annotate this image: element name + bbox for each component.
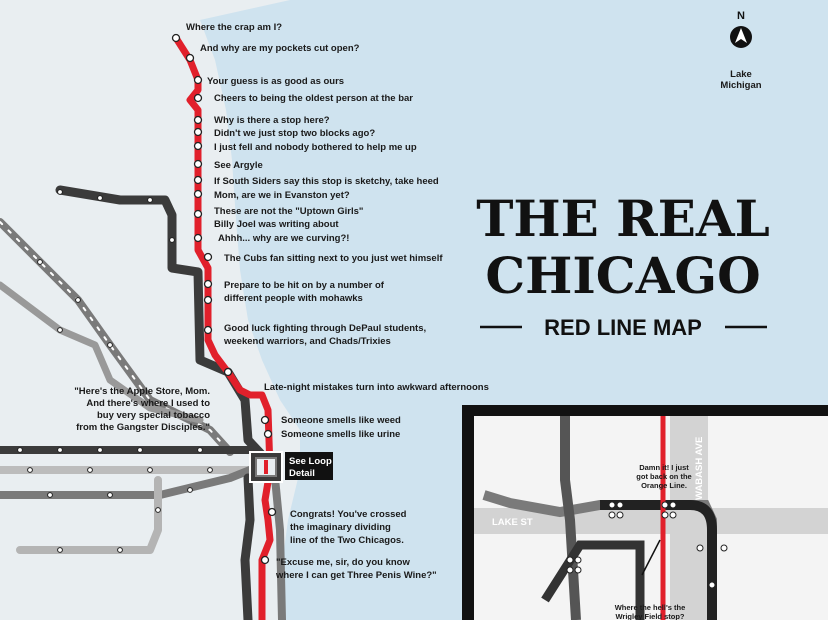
- inset-pointer: [641, 539, 661, 576]
- stop-label: Why is there a stop here?: [214, 115, 330, 126]
- inset-label: Wrigley Field stop?: [615, 612, 684, 620]
- title-line-1: THE REAL: [476, 189, 770, 248]
- lake-label: Michigan: [720, 80, 761, 91]
- pink-line: [0, 466, 254, 499]
- stop-label: Good luck fighting through DePaul studen…: [224, 323, 426, 334]
- stop-label: Someone smells like urine: [281, 429, 400, 440]
- inset-label: got back on the: [636, 472, 691, 481]
- green-line-south: [240, 473, 255, 620]
- stop-label: different people with mohawks: [224, 293, 363, 304]
- apple-store-line: from the Gangster Disciples.": [76, 422, 210, 433]
- loop-inset: LAKE ST WABASH AVE Damn it! I just got b…: [462, 405, 828, 620]
- inset-loop-elevated: [600, 500, 717, 620]
- street-label-wabash: WABASH AVE: [694, 437, 705, 500]
- stop-label: And why are my pockets cut open?: [200, 43, 360, 54]
- subtitle: RED LINE MAP: [544, 315, 702, 340]
- loop-callout-line: Detail: [289, 468, 315, 479]
- apple-store-line: buy very special tobacco: [97, 410, 210, 421]
- stop-label: Congrats! You've crossed: [290, 509, 407, 520]
- wabash-band: [670, 416, 708, 620]
- stop-label: If South Siders say this stop is sketchy…: [214, 176, 439, 187]
- stop-labels: Where the crap am I? And why are my pock…: [186, 22, 489, 581]
- apple-store-line: And there's where I used to: [86, 398, 210, 409]
- stop-label: I just fell and nobody bothered to help …: [214, 142, 417, 153]
- lake-street-band: [474, 508, 828, 534]
- title-line-2: CHICAGO: [485, 246, 760, 305]
- stop-label: where I can get Three Penis Wine?": [275, 570, 437, 581]
- stop-label: Cheers to being the oldest person at the…: [214, 93, 413, 104]
- stop-label: Prepare to be hit on by a number of: [224, 280, 385, 291]
- apple-store-label: "Here's the Apple Store, Mom. And there'…: [74, 386, 210, 433]
- inset-label: Damn it! I just: [639, 463, 689, 472]
- loop-callout[interactable]: See Loop Detail: [285, 452, 333, 480]
- pink-line-west: [0, 281, 204, 424]
- inset-loop-lower: [541, 540, 645, 620]
- loop-callout-line: See Loop: [289, 456, 332, 467]
- stop-label: Your guess is as good as ours: [207, 76, 344, 87]
- stop-label: the imaginary dividing: [290, 522, 391, 533]
- inset-label: Where the hell's the: [615, 603, 686, 612]
- stop-label: The Cubs fan sitting next to you just we…: [224, 253, 443, 264]
- stop-label: Ahhh... why are we curving?!: [218, 233, 349, 244]
- stop-label: line of the Two Chicagos.: [290, 535, 404, 546]
- stop-label: Billy Joel was writing about: [214, 219, 339, 230]
- stop-label: Someone smells like weed: [281, 415, 401, 426]
- street-label-lake: LAKE ST: [492, 517, 533, 528]
- red-line-stations: [171, 33, 277, 565]
- stop-label: weekend warriors, and Chads/Trixies: [223, 336, 391, 347]
- stop-label: See Argyle: [214, 160, 263, 171]
- apple-store-line: "Here's the Apple Store, Mom.: [74, 386, 210, 397]
- stop-label: Where the crap am I?: [186, 22, 282, 33]
- other-stations: [17, 189, 213, 553]
- stop-label: Didn't we just stop two blocks ago?: [214, 128, 375, 139]
- stop-label: "Excuse me, sir, do you know: [276, 557, 410, 568]
- stop-label: Late-night mistakes turn into awkward af…: [264, 382, 489, 393]
- inset-label: Orange Line.: [641, 481, 687, 490]
- stop-label: Mom, are we in Evanston yet?: [214, 190, 350, 201]
- stop-label: These are not the "Uptown Girls": [214, 206, 363, 217]
- orange-line-south: [271, 474, 286, 620]
- compass-label: N: [737, 10, 745, 22]
- lake-label: Lake: [730, 69, 752, 80]
- orange-line: [16, 476, 162, 554]
- compass: N: [730, 10, 752, 48]
